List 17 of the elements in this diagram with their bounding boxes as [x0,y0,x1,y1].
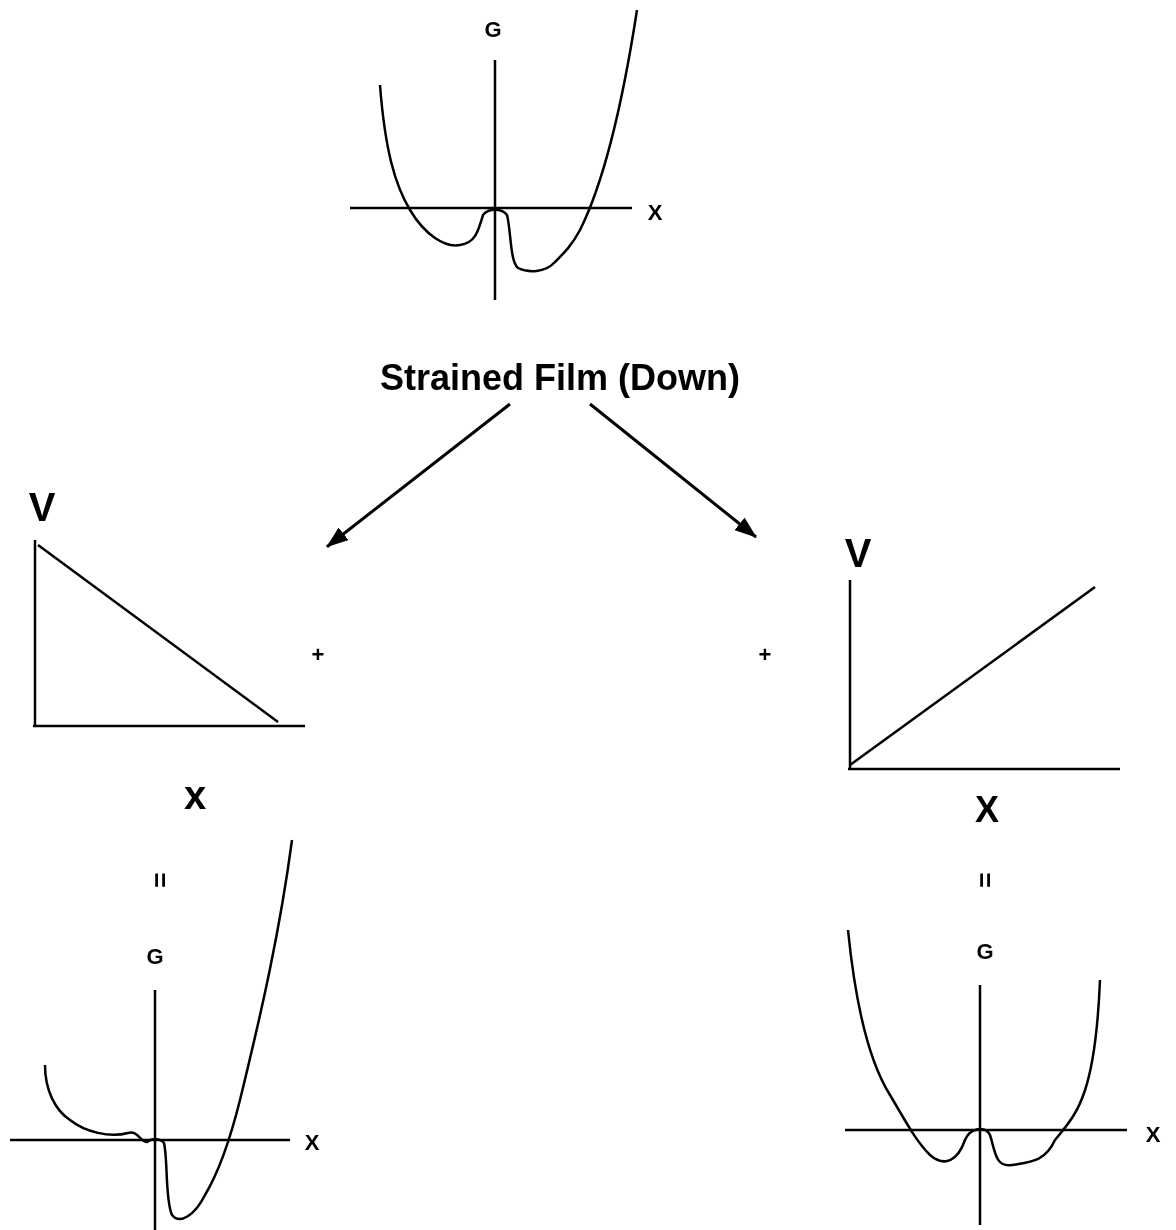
plus-sign: + [311,644,325,666]
axis-label: X [975,792,999,828]
axis-label: X [647,202,663,224]
axis-label: V [844,533,872,573]
equals-sign: = [972,872,998,888]
axis-label: X [304,1132,320,1154]
axis-label: X [1145,1124,1161,1146]
arrow [326,402,511,548]
plus-sign: + [758,644,772,666]
heading: Strained Film (Down) [330,352,790,404]
equals-sign: = [147,872,173,888]
axis-label: G [146,946,164,968]
axis-label: x [183,775,207,815]
axis-label: G [484,19,502,41]
axis-label: G [976,941,994,963]
axis-label: V [28,487,56,527]
arrow [589,402,757,539]
